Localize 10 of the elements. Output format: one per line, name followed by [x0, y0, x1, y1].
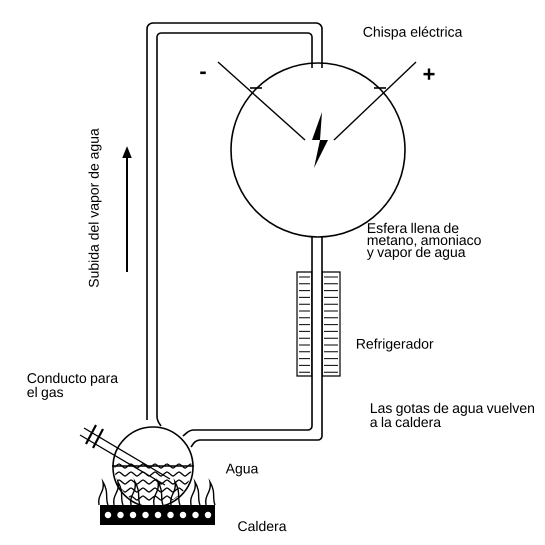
polarity-sign: +	[424, 68, 435, 80]
caption-label: Conducto para el gas	[27, 372, 118, 400]
caption-label: Chispa eléctrica	[364, 26, 462, 40]
caption-label: Refrigerador	[356, 338, 434, 352]
caption-label: Esfera llena de metano, amoniaco y vapor de agua	[366, 222, 481, 260]
caption-label: Las gotas de agua vuelven a la caldera	[370, 402, 534, 428]
caption-label: Subida del vapor de agua	[88, 128, 102, 288]
caption-label: Agua	[226, 464, 258, 476]
caption-label: Caldera	[238, 520, 287, 532]
polarity-sign: -	[200, 71, 206, 74]
